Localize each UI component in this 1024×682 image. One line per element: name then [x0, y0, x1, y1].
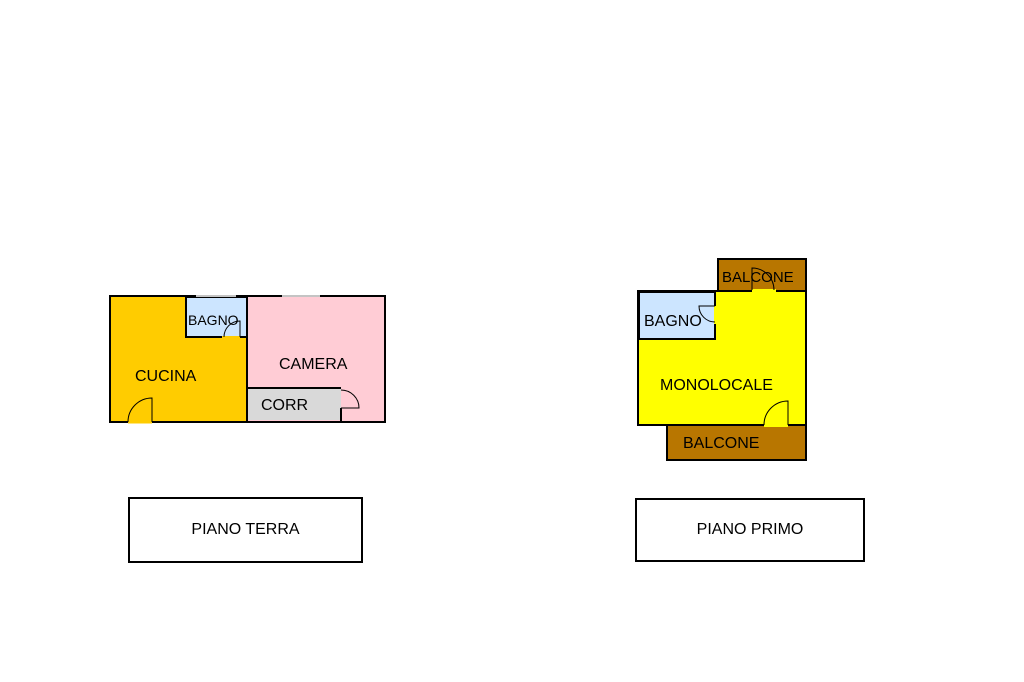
- door-swing-bagno-first: [698, 305, 716, 323]
- caption-piano-primo-text: PIANO PRIMO: [696, 521, 804, 538]
- door-gap-balcone-top: [752, 289, 776, 292]
- label-bagno-first: BAGNO: [644, 313, 702, 330]
- caption-piano-terra-text: PIANO TERRA: [191, 521, 300, 538]
- door-swing-cucina: [127, 397, 153, 423]
- door-swing-bagno: [223, 320, 241, 338]
- door-gap-bagno: [222, 336, 240, 339]
- label-balcone-top: BALCONE: [722, 269, 794, 286]
- room-balcone-bottom: [666, 424, 807, 461]
- first-floor-plan: BALCONE BAGNO MONOLOCALE BALCONE: [637, 258, 807, 461]
- door-swing-balcone-top: [751, 267, 775, 291]
- label-cucina: CUCINA: [135, 368, 197, 385]
- room-balcone-top: [717, 258, 807, 292]
- label-camera: CAMERA: [279, 356, 348, 373]
- door-gap-balcone-bottom: [764, 424, 788, 427]
- ground-floor-plan: CUCINA BAGNO CAMERA CORR: [109, 295, 386, 424]
- label-balcone-bottom: BALCONE: [683, 435, 759, 452]
- caption-piano-terra: PIANO TERRA: [128, 497, 363, 563]
- label-bagno-ground: BAGNO: [188, 312, 239, 328]
- door-gap-bagno-first: [714, 306, 717, 324]
- label-corr: CORR: [261, 397, 308, 414]
- room-corr: [247, 388, 341, 420]
- door-swing-corr: [340, 389, 360, 409]
- label-monolocale: MONOLOCALE: [660, 377, 773, 394]
- door-swing-balcone-bottom: [763, 400, 789, 426]
- caption-piano-primo: PIANO PRIMO: [635, 498, 865, 562]
